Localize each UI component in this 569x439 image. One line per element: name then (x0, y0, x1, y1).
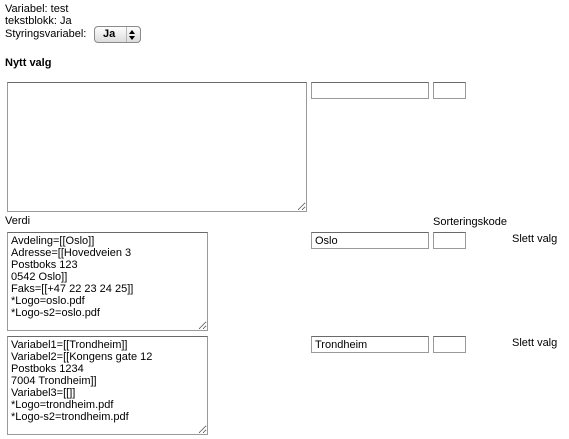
choice-value-input-trondheim[interactable] (311, 336, 429, 353)
select-value: Ja (103, 28, 116, 40)
tekstblokk-label: tekstblokk: Ja (5, 15, 72, 27)
delete-choice-oslo-link[interactable]: Slett valg (512, 233, 558, 245)
choice-sort-input-trondheim[interactable] (433, 336, 466, 353)
styringsvariabel-label: Styringsvariabel: (5, 28, 87, 40)
choice-sort-input-oslo[interactable] (433, 232, 466, 249)
choice-textarea-trondheim[interactable] (7, 336, 208, 435)
verdi-label: Verdi (5, 215, 31, 227)
choice-value-input-oslo[interactable] (311, 232, 429, 249)
select-arrows-icon (126, 27, 138, 42)
sorteringskode-label: Sorteringskode (433, 216, 507, 228)
new-choice-sort-input[interactable] (433, 82, 466, 99)
choice-textarea-oslo[interactable] (7, 232, 208, 331)
delete-choice-trondheim-link[interactable]: Slett valg (512, 337, 558, 349)
styringsvariabel-select[interactable]: Ja (94, 26, 141, 43)
new-choice-value-input[interactable] (311, 82, 429, 99)
variable-label: Variabel: test (5, 3, 69, 15)
new-choice-textarea[interactable] (7, 82, 307, 212)
new-choice-heading: Nytt valg (5, 57, 52, 69)
